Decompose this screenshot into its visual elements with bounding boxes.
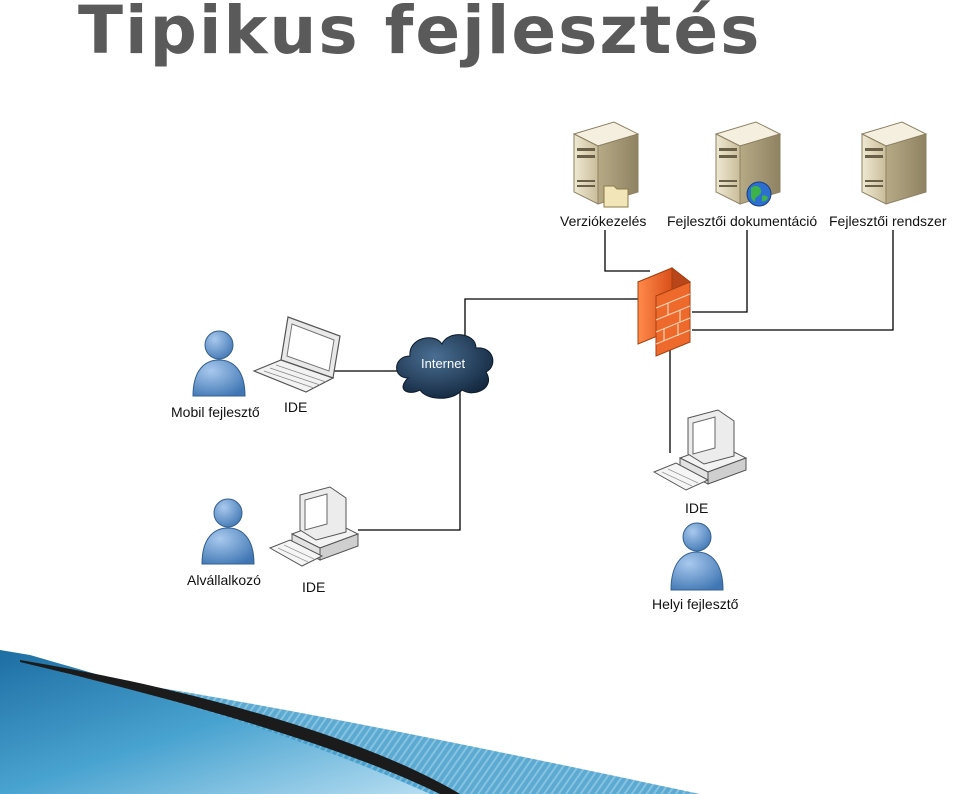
cloud-icon [396, 334, 494, 399]
label-internet: Internet [421, 356, 465, 371]
label-local-dev: Helyi fejlesztő [652, 596, 739, 612]
link-devsystem-firewall [692, 230, 894, 331]
connections [333, 230, 894, 531]
folder-icon [603, 185, 629, 208]
decorative-swoosh [0, 650, 700, 794]
slide-title: Tipikus fejlesztés [78, 0, 762, 69]
label-mobile-ide: IDE [284, 399, 307, 415]
label-subcontractor: Alvállalkozó [187, 572, 261, 588]
label-subcontractor-ide: IDE [302, 579, 325, 595]
globe-icon [746, 181, 772, 207]
firewall-icon [637, 266, 691, 357]
desktop-computer-icon [652, 409, 748, 491]
link-internet-firewall [464, 298, 640, 340]
server-icon [860, 121, 928, 205]
label-dev-system: Fejlesztői rendszer [829, 213, 947, 229]
link-docs-firewall [692, 230, 748, 313]
user-icon [192, 330, 246, 397]
label-dev-docs: Fejlesztői dokumentáció [667, 213, 817, 229]
user-icon [201, 498, 255, 565]
desktop-computer-icon [268, 486, 360, 567]
label-version-control: Verziókezelés [560, 213, 646, 229]
label-mobile-dev: Mobil fejlesztő [171, 404, 260, 420]
link-internet-subcontractor [358, 392, 461, 531]
user-icon [670, 522, 724, 591]
laptop-icon [252, 316, 341, 393]
label-local-ide: IDE [685, 500, 708, 516]
link-version-control-firewall [604, 230, 650, 272]
